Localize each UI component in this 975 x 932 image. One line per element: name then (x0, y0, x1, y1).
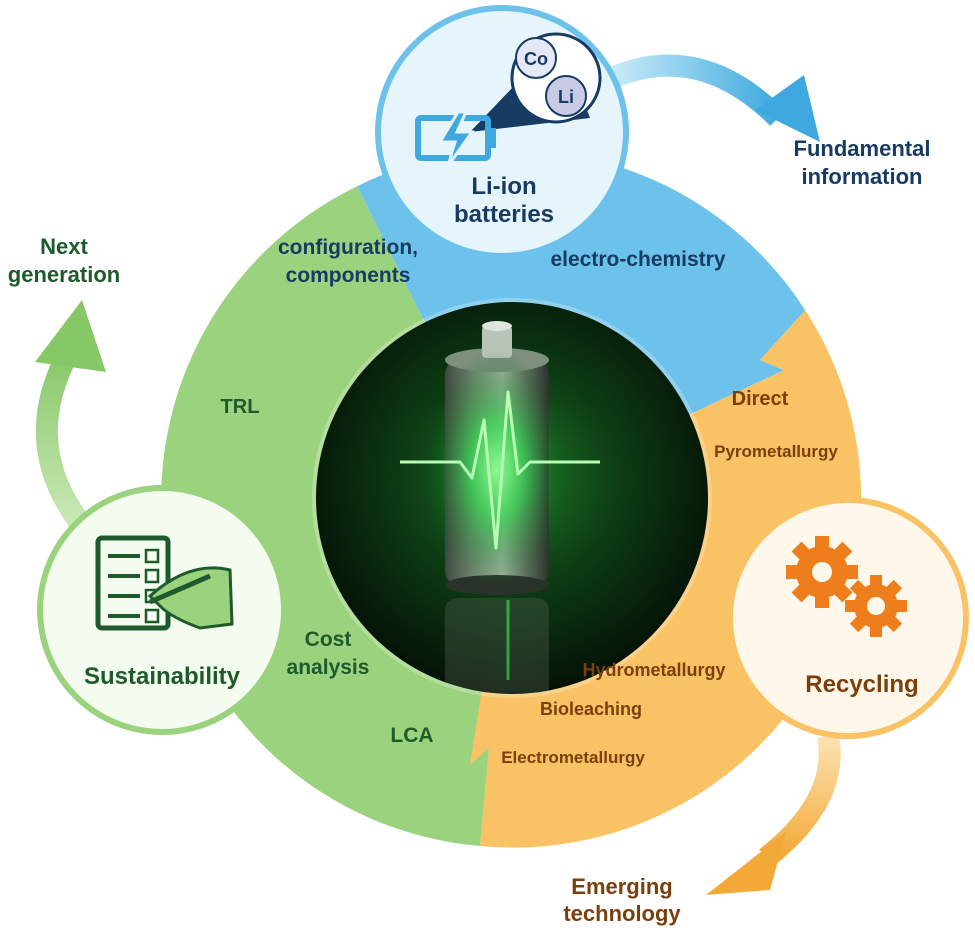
emerging-line2: technology (563, 901, 681, 926)
label-hydrometallurgy: Hydrometallurgy (582, 660, 725, 680)
label-lca: LCA (390, 724, 433, 747)
cobalt-element-icon (515, 37, 557, 79)
gears-icon (786, 536, 907, 637)
liion-label-line1: Li-ion (471, 173, 536, 200)
node-sustainability: Sustainability (37, 485, 287, 735)
label-components: components (286, 264, 411, 287)
glowing-battery-with-heartbeat-pulse (400, 321, 600, 694)
recycling-label: Recycling (805, 671, 918, 698)
battery-charging-icon (415, 110, 496, 167)
node-recycling: Recycling (727, 497, 969, 739)
element-li-label: Li (558, 87, 574, 107)
next-line2: generation (8, 262, 120, 287)
next-line1: Next (40, 234, 88, 259)
orange-segment-labels: Direct Pyrometallurgy Hydrometallurgy Bi… (501, 388, 838, 767)
arrow-fundamental (607, 54, 820, 142)
label-electro-chemistry: electro-chemistry (550, 248, 725, 271)
green-segment-labels: TRL Cost analysis LCA (221, 396, 434, 747)
lithium-element-icon (545, 75, 587, 117)
fundamental-line1: Fundamental (794, 136, 931, 161)
heartbeat-pulse-line (400, 390, 600, 550)
element-co-label: Co (524, 49, 548, 69)
label-trl: TRL (221, 396, 260, 418)
outcome-emerging: Emerging technology (563, 874, 681, 926)
arrow-next-generation (35, 300, 106, 527)
label-electrometallurgy: Electrometallurgy (501, 748, 645, 767)
sustainability-label: Sustainability (84, 663, 241, 690)
outcome-fundamental: Fundamental information (794, 136, 931, 189)
checklist-clipboard-icon (95, 535, 234, 631)
label-direct: Direct (732, 388, 789, 410)
label-bioleaching: Bioleaching (540, 699, 642, 719)
arrow-emerging (706, 733, 841, 895)
emerging-line1: Emerging (571, 874, 672, 899)
liion-label-line2: batteries (454, 201, 554, 228)
label-configuration: configuration, (278, 236, 418, 259)
blue-segment-labels: configuration, components electro-chemis… (278, 236, 726, 287)
node-liion: Co Li Li-ion batteries (375, 5, 629, 259)
fundamental-line2: information (802, 164, 923, 189)
outcome-next-generation: Next generation (8, 234, 120, 287)
hub (312, 298, 712, 698)
label-analysis: analysis (287, 656, 370, 679)
label-pyrometallurgy: Pyrometallurgy (714, 442, 838, 461)
label-cost: Cost (305, 628, 352, 651)
